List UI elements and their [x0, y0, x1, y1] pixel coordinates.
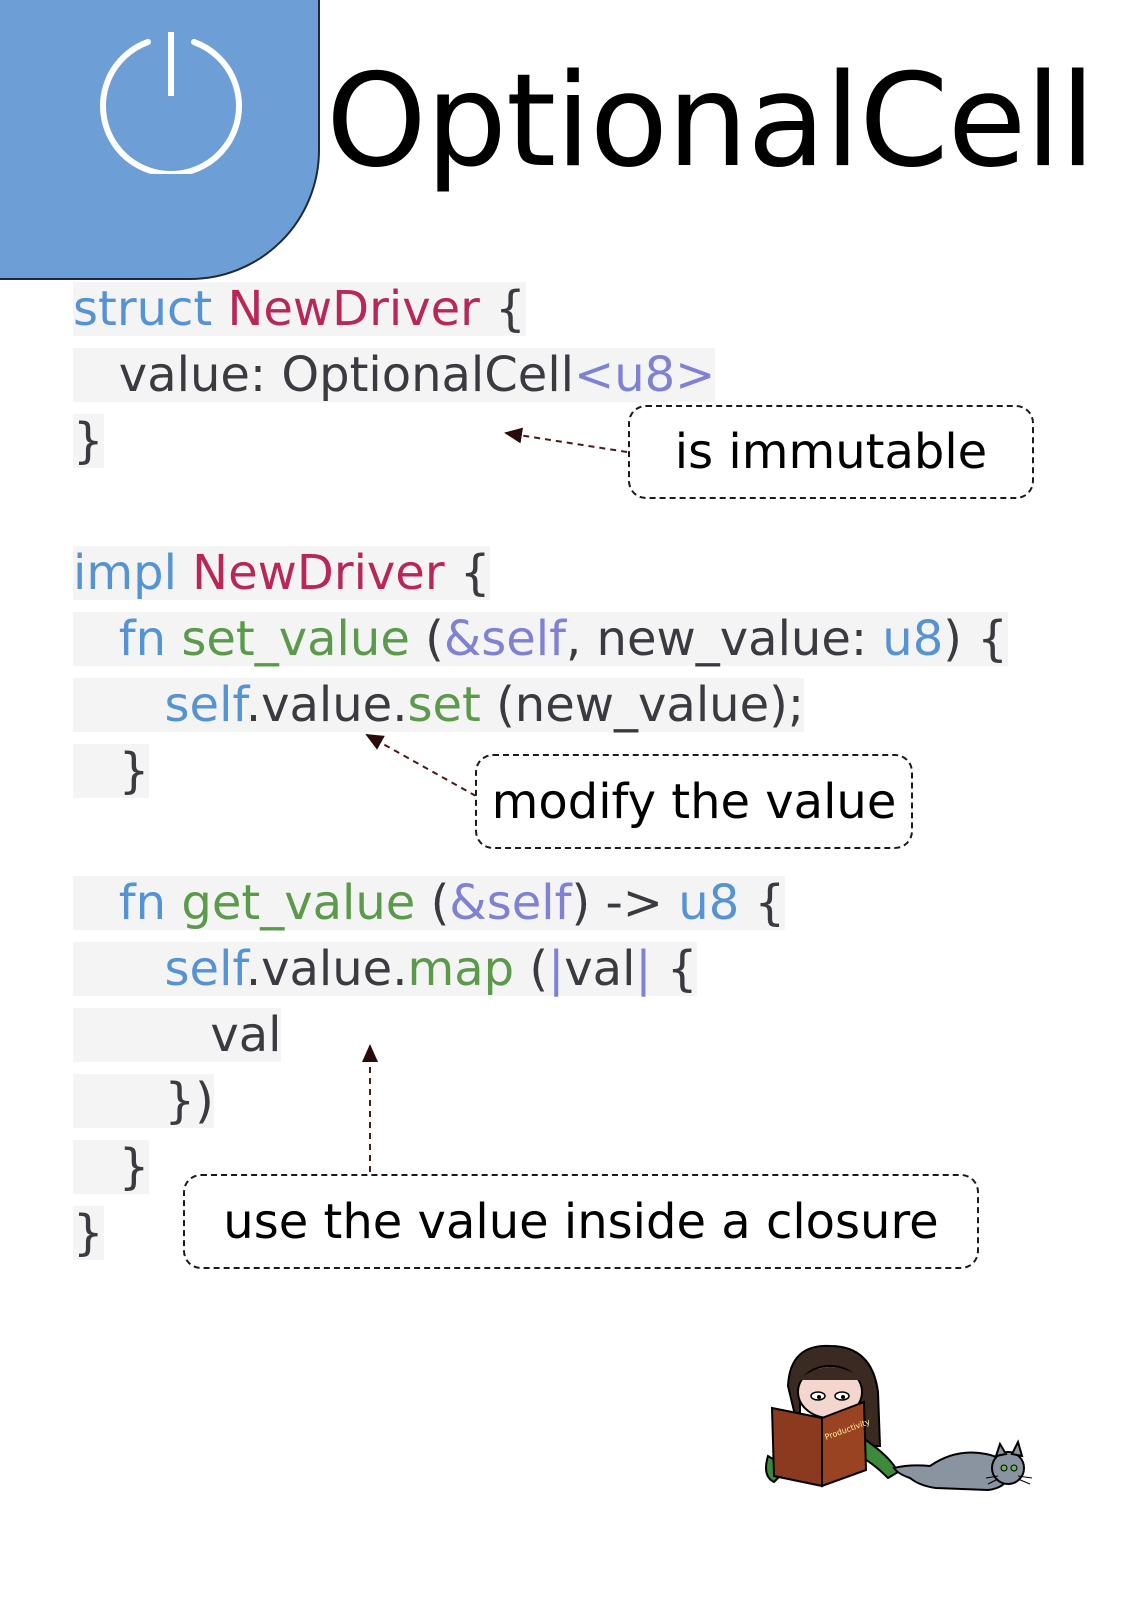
code-line-11: }): [73, 1074, 214, 1128]
code-line-2: value: OptionalCell<u8>: [73, 348, 716, 402]
code-line-12: }: [73, 1140, 150, 1194]
code-line-7: }: [73, 744, 150, 798]
power-icon: [100, 32, 242, 174]
code-line-5: fn set_value (&self, new_value: u8) {: [73, 612, 1008, 666]
code-line-9: self.value.map (|val| {: [73, 942, 698, 996]
code-line-4: impl NewDriver {: [73, 545, 491, 601]
code-line-6: self.value.set (new_value);: [73, 678, 805, 732]
page-title: OptionalCell: [326, 47, 1095, 196]
code-line-8: fn get_value (&self) -> u8 {: [73, 876, 786, 930]
callout-closure: use the value inside a closure: [183, 1174, 979, 1269]
code-line-10: val: [73, 1008, 282, 1062]
arrow-immutable: [504, 427, 628, 453]
callout-immutable: is immutable: [628, 405, 1034, 499]
callout-modify: modify the value: [475, 754, 913, 849]
arrow-modify: [365, 734, 477, 797]
code-line-3: }: [73, 413, 104, 469]
code-line-13: }: [73, 1205, 104, 1261]
header-tab: [0, 0, 320, 280]
code-line-1: struct NewDriver {: [73, 281, 526, 337]
reading-girl-with-cat-icon: Productivity: [765, 1344, 1033, 1492]
